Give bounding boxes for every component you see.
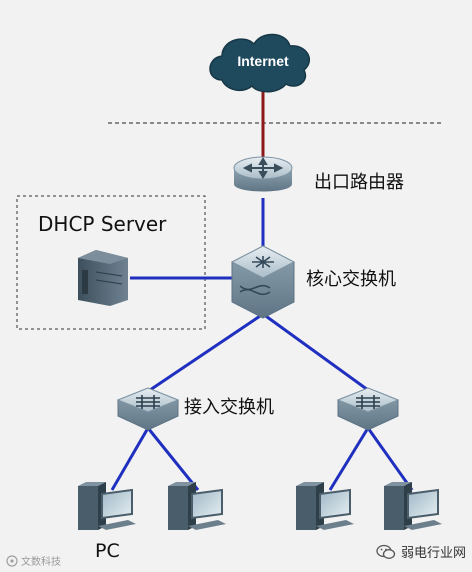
access-right-pc1-link	[328, 427, 370, 491]
access-right-pc2-link	[366, 427, 414, 491]
server-icon	[78, 250, 128, 306]
access-switch-right-icon	[336, 387, 400, 431]
pc-icon	[384, 482, 442, 530]
watermark-left-text: 文数科技	[21, 557, 61, 568]
access-switch-left-icon	[116, 387, 180, 431]
core-switch-icon	[230, 245, 296, 319]
dhcp-server-label: DHCP Server	[38, 212, 167, 236]
pc-icon	[168, 482, 226, 530]
access-left-pc1-link	[110, 427, 150, 491]
router-label: 出口路由器	[314, 172, 404, 193]
core-access-right-link	[262, 312, 369, 392]
watermark-logo-icon	[6, 554, 18, 567]
access-left-pc2-link	[146, 427, 200, 491]
pc-icon	[296, 482, 354, 530]
watermark-left: 文数科技	[6, 553, 61, 568]
pc-label: PC	[95, 540, 120, 562]
router-icon	[233, 156, 293, 192]
wechat-icon	[376, 544, 396, 559]
core-access-left-link	[149, 312, 264, 392]
access-switch-label: 接入交换机	[184, 397, 274, 418]
dhcp-zone-box	[16, 195, 206, 330]
internet-cloud-icon: Internet	[209, 33, 310, 93]
pc-icon	[78, 482, 136, 530]
core-switch-label: 核心交换机	[306, 269, 396, 290]
watermark-right-text: 弱电行业网	[401, 546, 467, 561]
internet-label: Internet	[237, 53, 289, 69]
watermark-right: 弱电行业网	[376, 542, 466, 561]
